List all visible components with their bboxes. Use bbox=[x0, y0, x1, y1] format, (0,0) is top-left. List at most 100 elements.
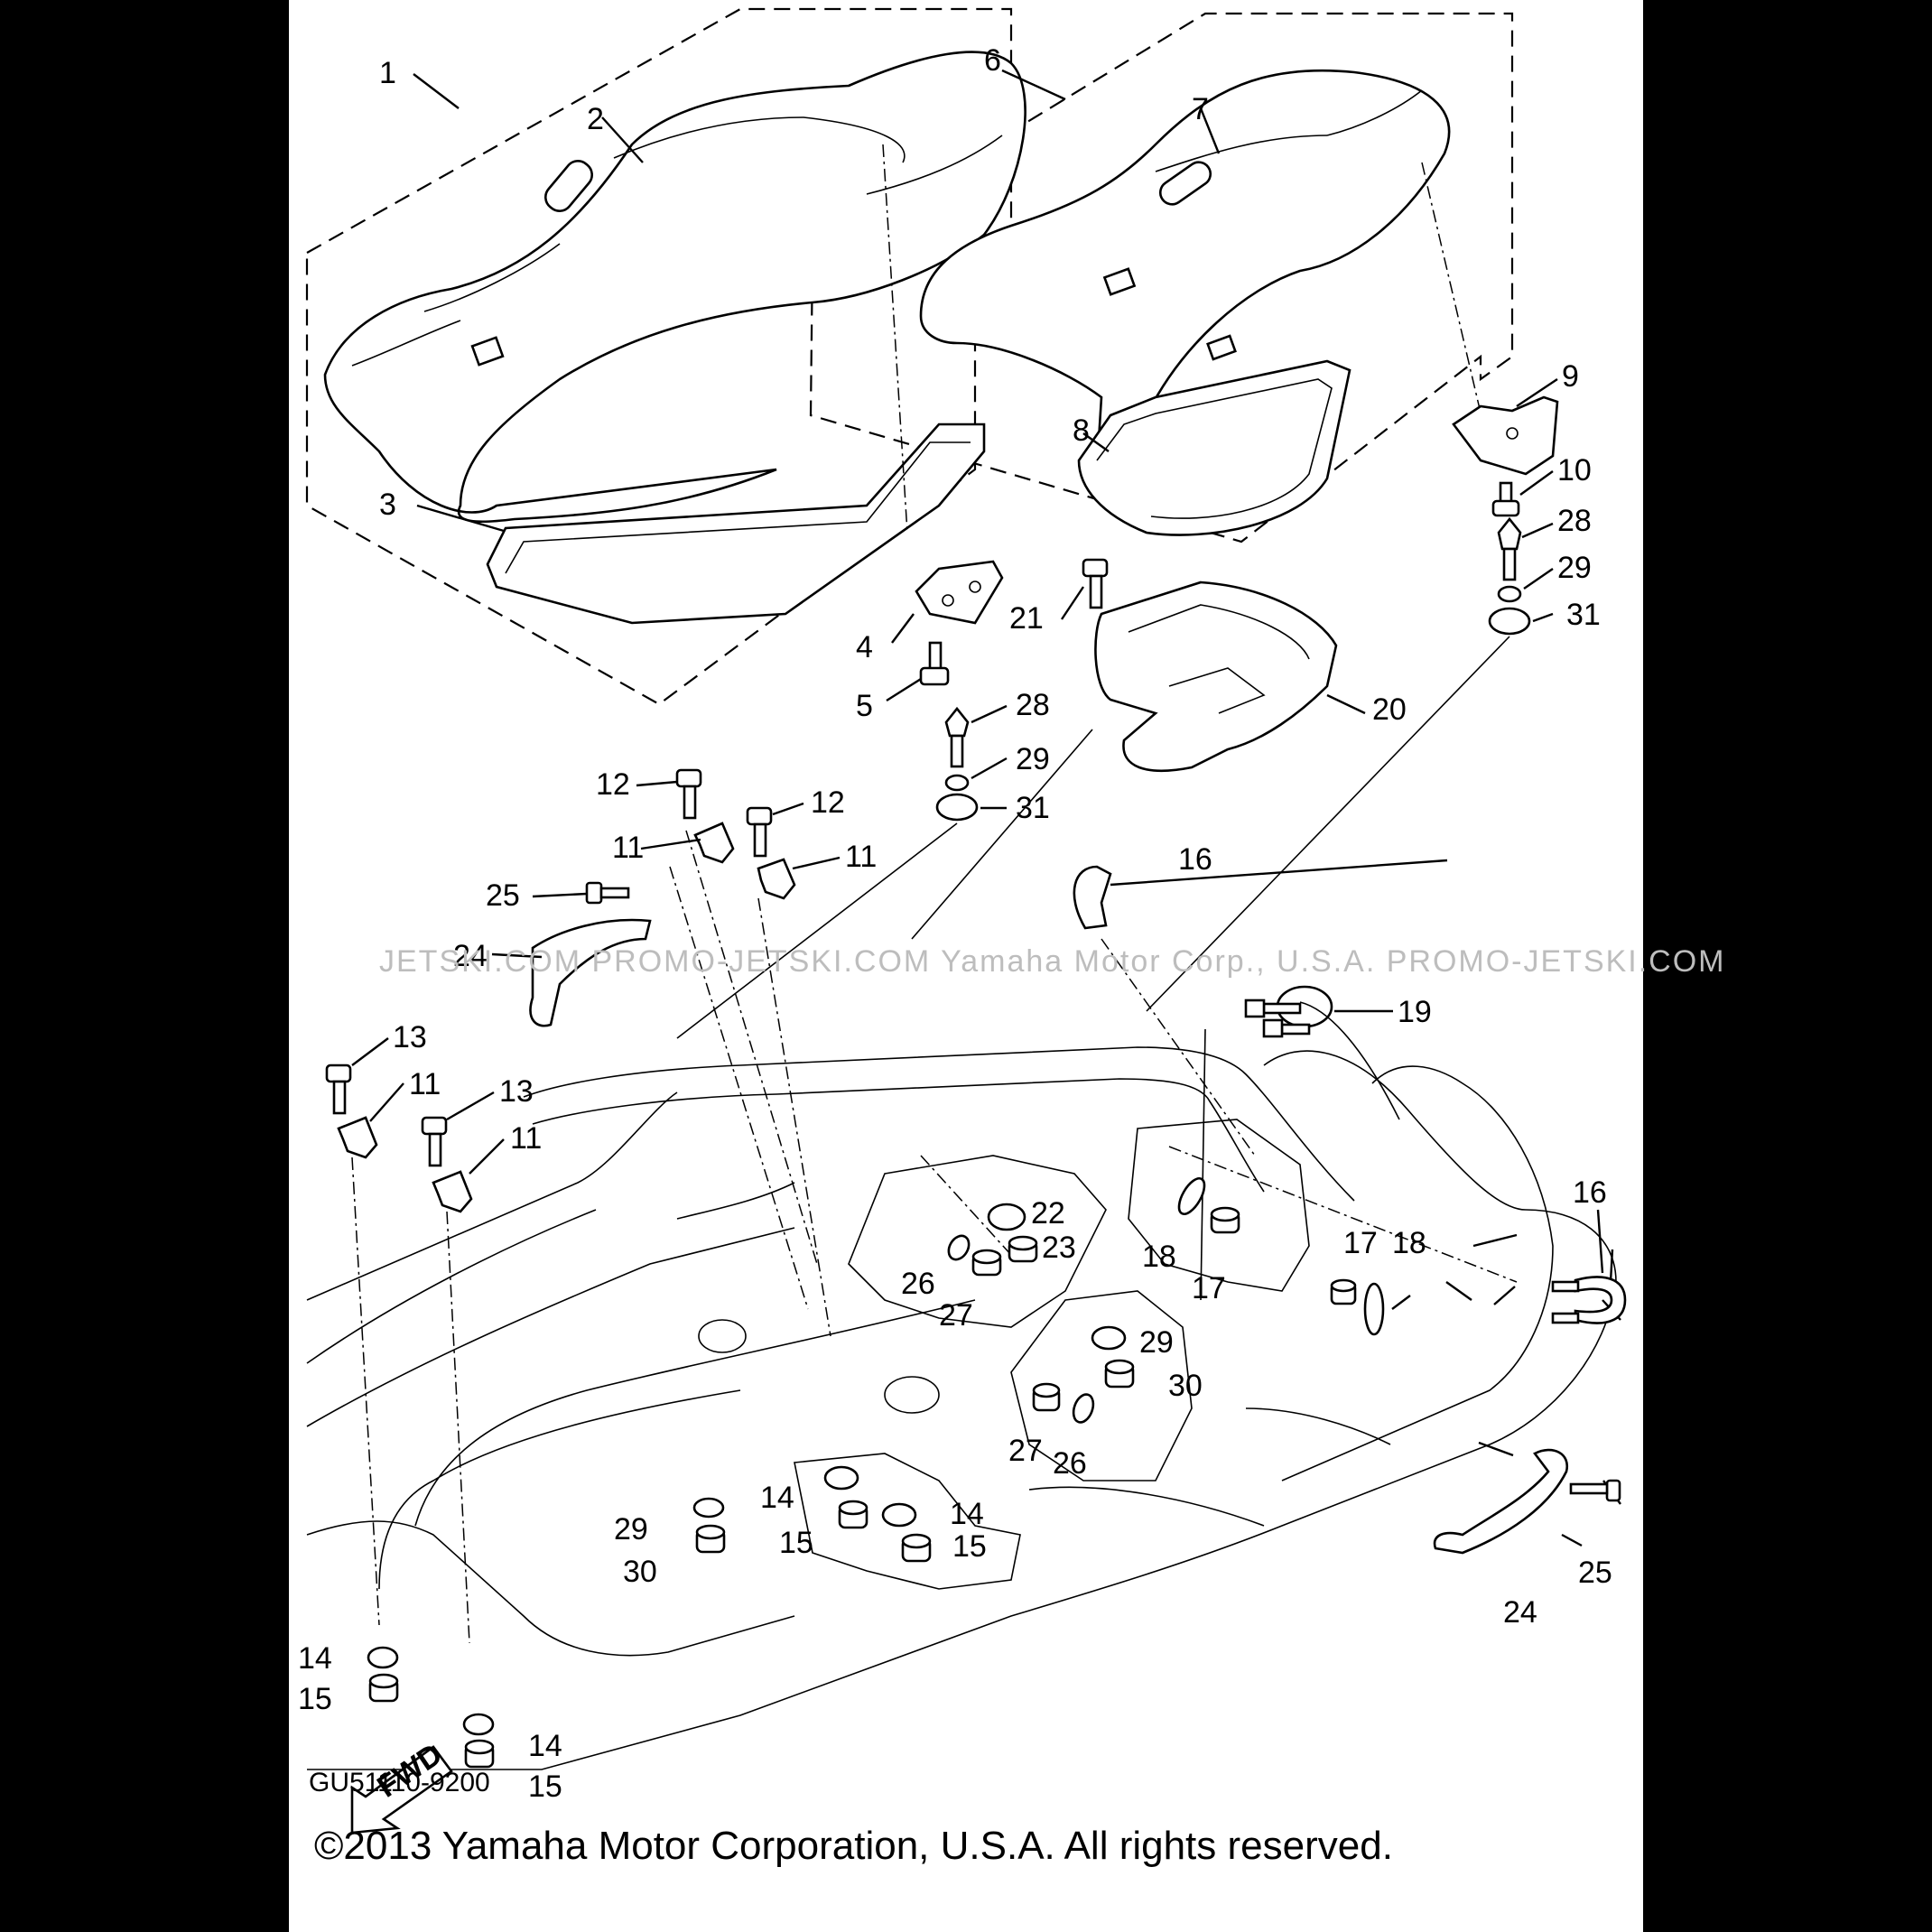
exploded-parts-diagram: FWD 1 2 3 4 5 6 7 8 9 10 28 29 31 21 20 … bbox=[298, 7, 1627, 1834]
callout-9: 9 bbox=[1562, 359, 1579, 394]
callout-11-c: 11 bbox=[409, 1067, 441, 1101]
callout-29-rear: 29 bbox=[1557, 551, 1592, 585]
callout-17-b: 17 bbox=[1343, 1226, 1378, 1260]
callout-11-b: 11 bbox=[845, 840, 877, 874]
callout-7: 7 bbox=[1192, 92, 1209, 126]
seat-1-assembly-box bbox=[305, 7, 1013, 706]
strap-2 bbox=[544, 160, 593, 212]
callout-labels: 1 2 3 4 5 6 7 8 9 10 28 29 31 21 20 28 2… bbox=[298, 43, 1612, 1804]
callout-28-rear: 28 bbox=[1557, 504, 1592, 538]
nut-15-d bbox=[464, 1739, 495, 1769]
callout-25-left: 25 bbox=[486, 878, 520, 913]
callout-19: 19 bbox=[1398, 995, 1432, 1029]
callout-22: 22 bbox=[1031, 1196, 1065, 1231]
callout-26-a: 26 bbox=[901, 1267, 935, 1301]
callout-25-right: 25 bbox=[1578, 1556, 1612, 1590]
ubolt-16-right bbox=[1551, 1276, 1627, 1324]
washer-29-low bbox=[692, 1497, 725, 1519]
callout-26-b: 26 bbox=[1053, 1446, 1087, 1481]
strap-7 bbox=[1158, 161, 1212, 206]
callout-13-b: 13 bbox=[499, 1074, 534, 1109]
nut-23 bbox=[1008, 1235, 1038, 1263]
callout-29-front: 29 bbox=[1016, 742, 1050, 776]
rear-seat-6 bbox=[919, 69, 1451, 486]
diagram-code: GU51110-9200 bbox=[309, 1768, 490, 1797]
callout-18-b: 18 bbox=[1392, 1226, 1426, 1260]
callout-30-low: 30 bbox=[623, 1555, 657, 1589]
callout-14-b: 14 bbox=[950, 1497, 984, 1531]
callout-11-d: 11 bbox=[510, 1121, 542, 1156]
callout-1: 1 bbox=[379, 56, 396, 90]
clip-11-b bbox=[757, 858, 796, 900]
callout-16-top: 16 bbox=[1178, 842, 1212, 877]
copyright-notice: ©2013 Yamaha Motor Corporation, U.S.A. A… bbox=[314, 1824, 1393, 1868]
callout-31-front: 31 bbox=[1016, 791, 1050, 825]
callout-4: 4 bbox=[856, 630, 873, 664]
deck-patch-left bbox=[794, 1453, 1021, 1590]
bracket-4 bbox=[915, 560, 1004, 625]
hull-outline bbox=[306, 1001, 1617, 1770]
callout-8: 8 bbox=[1073, 413, 1090, 448]
diagram-sheet: FWD 1 2 3 4 5 6 7 8 9 10 28 29 31 21 20 … bbox=[289, 0, 1724, 1932]
callout-23: 23 bbox=[1042, 1231, 1076, 1265]
clip-11-d bbox=[432, 1170, 473, 1213]
bolt-10 bbox=[1491, 481, 1520, 517]
nut-15-b bbox=[901, 1533, 932, 1563]
callout-15-d: 15 bbox=[528, 1769, 562, 1804]
nut-27-a bbox=[971, 1249, 1002, 1277]
callout-29-low: 29 bbox=[614, 1512, 648, 1547]
callout-6: 6 bbox=[984, 43, 1001, 78]
washer-29-mid bbox=[1091, 1325, 1127, 1351]
callout-12-a: 12 bbox=[596, 767, 630, 802]
bolt-12-a bbox=[675, 768, 702, 820]
callout-14-c: 14 bbox=[298, 1641, 332, 1676]
grab-handle-20 bbox=[1094, 581, 1338, 773]
callout-29-mid: 29 bbox=[1139, 1325, 1174, 1360]
callout-24-left: 24 bbox=[453, 939, 488, 973]
callout-13-a: 13 bbox=[393, 1020, 427, 1054]
bolt-13-b bbox=[421, 1116, 448, 1167]
ubolt-16-top bbox=[1073, 865, 1112, 930]
bolt-13-a bbox=[325, 1064, 352, 1115]
callout-3: 3 bbox=[379, 488, 396, 522]
callout-27-b: 27 bbox=[1008, 1434, 1043, 1468]
callout-5: 5 bbox=[856, 689, 873, 723]
front-seat-1 bbox=[323, 51, 1026, 524]
grommet-31-front bbox=[935, 793, 979, 822]
bolt-25-right bbox=[1569, 1479, 1621, 1502]
nut-17-b bbox=[1330, 1278, 1357, 1305]
stud-28-rear bbox=[1497, 516, 1522, 581]
callout-10: 10 bbox=[1557, 453, 1592, 488]
washer-14-a bbox=[823, 1465, 859, 1491]
callout-18-a: 18 bbox=[1142, 1240, 1176, 1274]
bolt-21 bbox=[1082, 558, 1109, 609]
callout-14-d: 14 bbox=[528, 1729, 562, 1763]
nut-17-a bbox=[1210, 1206, 1240, 1234]
callout-15-c: 15 bbox=[298, 1682, 332, 1716]
clip-11-a bbox=[693, 822, 735, 864]
clamp-24-left bbox=[529, 918, 652, 1027]
bolt-12-b bbox=[746, 806, 773, 858]
seat-tray-3 bbox=[486, 423, 986, 625]
nut-30-low bbox=[695, 1524, 726, 1554]
grommet-31-rear bbox=[1488, 607, 1531, 636]
washer-18-b bbox=[1363, 1282, 1385, 1336]
washer-29-front bbox=[944, 774, 970, 792]
washer-14-c bbox=[367, 1646, 399, 1669]
callout-27-a: 27 bbox=[939, 1298, 973, 1333]
deck-patch-center bbox=[848, 1155, 1107, 1328]
stud-28-front bbox=[944, 706, 970, 768]
washer-29-rear bbox=[1497, 585, 1522, 603]
nut-30-mid bbox=[1104, 1359, 1135, 1389]
nut-27-b bbox=[1032, 1382, 1061, 1412]
deck-patch-lower bbox=[1010, 1290, 1193, 1482]
callout-17-a: 17 bbox=[1192, 1271, 1226, 1305]
bolt-5 bbox=[919, 641, 950, 686]
washer-18-a bbox=[1177, 1177, 1206, 1215]
washer-14-d bbox=[462, 1713, 495, 1736]
callout-28-front: 28 bbox=[1016, 688, 1050, 722]
callout-20: 20 bbox=[1372, 692, 1407, 727]
callout-21: 21 bbox=[1009, 601, 1044, 636]
callout-15-b: 15 bbox=[952, 1529, 987, 1564]
callout-24-right: 24 bbox=[1503, 1595, 1537, 1630]
